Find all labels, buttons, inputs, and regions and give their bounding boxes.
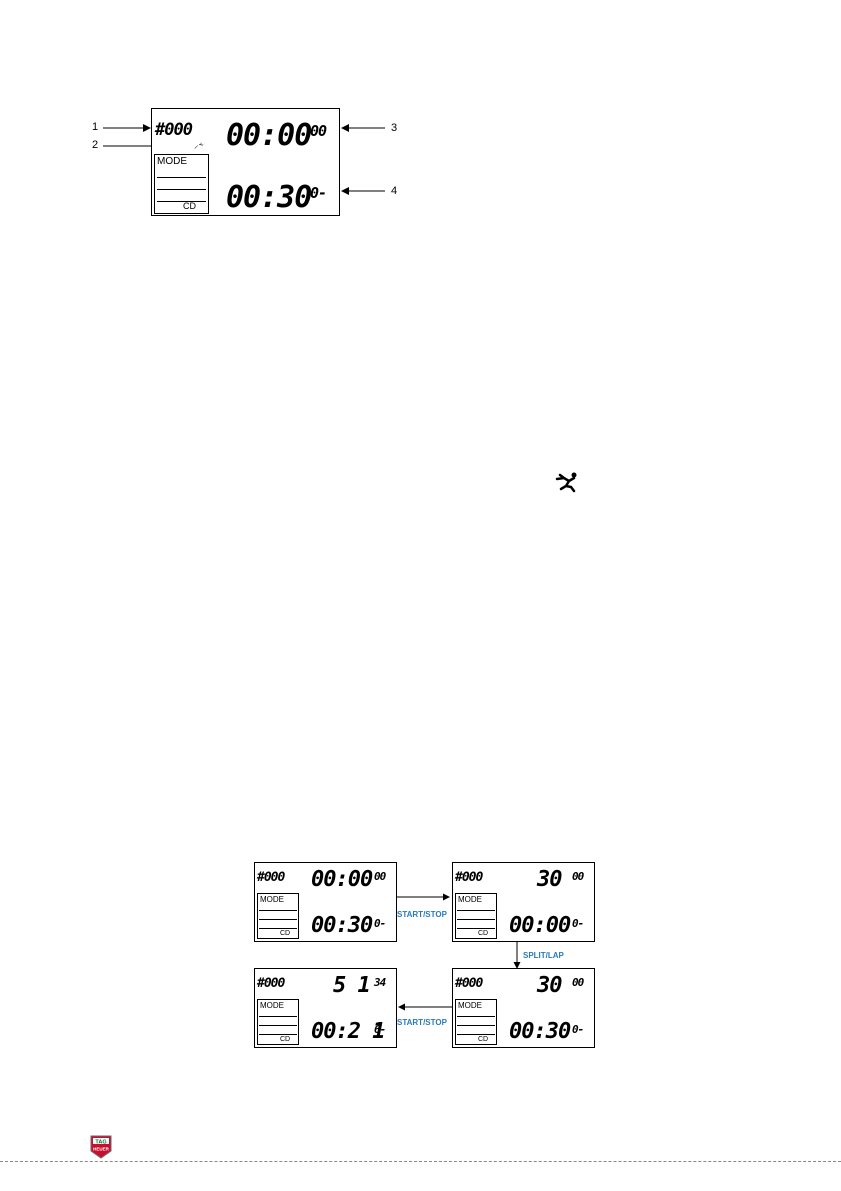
menu-divider xyxy=(457,1016,495,1017)
mode-menu: MODE CD xyxy=(455,893,497,939)
lap-counter: #000 xyxy=(257,871,284,884)
menu-divider xyxy=(457,910,495,911)
mode-label: MODE xyxy=(260,1002,284,1010)
menu-divider xyxy=(259,1016,297,1017)
tag-heuer-shield-icon: TAG HEUER xyxy=(90,1135,112,1159)
sequence-panel-4: #000 5 1 34 MODE CD 00:2 1 6- xyxy=(254,968,397,1048)
lap-counter: #000 xyxy=(455,977,482,990)
mode-label: MODE xyxy=(458,896,482,904)
menu-divider xyxy=(259,910,297,911)
top-small: 00 xyxy=(374,871,385,882)
mode-menu: MODE CD xyxy=(257,893,299,939)
cd-label: CD xyxy=(478,1036,488,1043)
bottom-time: 00:00 xyxy=(509,915,570,937)
top-small: 00 xyxy=(572,871,583,882)
footer-divider xyxy=(0,1161,841,1162)
cd-label: CD xyxy=(478,930,488,937)
bottom-small: 6- xyxy=(374,1024,385,1035)
top-small: 00 xyxy=(572,977,583,988)
mode-label: MODE xyxy=(260,896,284,904)
start-stop-label: START/STOP xyxy=(397,1018,447,1027)
top-time: 30 xyxy=(537,869,562,891)
menu-divider xyxy=(259,1034,297,1035)
svg-text:HEUER: HEUER xyxy=(93,1147,110,1152)
menu-divider xyxy=(457,919,495,920)
mode-menu: MODE CD xyxy=(257,999,299,1045)
brand-logo: TAG HEUER xyxy=(90,1135,112,1159)
start-stop-label: START/STOP xyxy=(397,910,447,919)
sequence-panel-1: #000 00:00 00 MODE CD 00:30 0- xyxy=(254,862,397,942)
menu-divider xyxy=(457,928,495,929)
menu-divider xyxy=(457,1025,495,1026)
menu-divider xyxy=(259,919,297,920)
menu-divider xyxy=(259,928,297,929)
split-lap-label: SPLIT/LAP xyxy=(523,951,564,960)
top-time: 5 1 xyxy=(333,975,370,997)
bottom-small: 0- xyxy=(374,918,385,929)
bottom-small: 0- xyxy=(572,918,583,929)
cd-label: CD xyxy=(280,1036,290,1043)
menu-divider xyxy=(259,1025,297,1026)
bottom-time: 00:30 xyxy=(509,1021,570,1043)
top-time: 30 xyxy=(537,975,562,997)
mode-label: MODE xyxy=(458,1002,482,1010)
cd-label: CD xyxy=(280,930,290,937)
menu-divider xyxy=(457,1034,495,1035)
bottom-small: 0- xyxy=(572,1024,583,1035)
top-time: 00:00 xyxy=(311,869,372,891)
sequence-panel-2: #000 30 00 MODE CD 00:00 0- xyxy=(452,862,595,942)
lap-counter: #000 xyxy=(257,977,284,990)
sequence-panel-3: #000 30 00 MODE CD 00:30 0- xyxy=(452,968,595,1048)
bottom-time: 00:30 xyxy=(311,915,372,937)
svg-text:TAG: TAG xyxy=(95,1139,106,1145)
lap-counter: #000 xyxy=(455,871,482,884)
top-small: 34 xyxy=(374,977,385,988)
mode-menu: MODE CD xyxy=(455,999,497,1045)
